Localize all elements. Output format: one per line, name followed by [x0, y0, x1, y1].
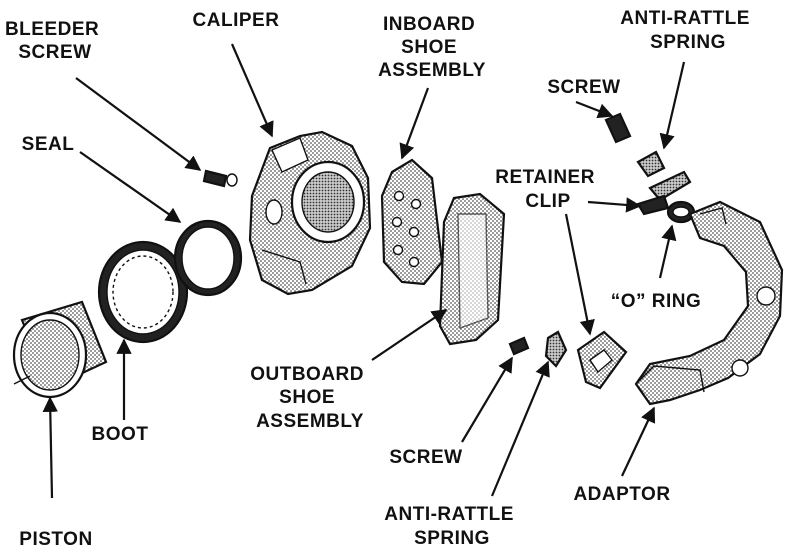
leader-o-ring — [658, 224, 677, 279]
leader-piston — [42, 396, 58, 499]
label-bleeder-screw: BLEEDER SCREW — [5, 19, 105, 63]
inboard-shoe-part — [380, 158, 444, 286]
leader-screw-bottom — [461, 356, 513, 443]
leader-anti-rattle-bottom — [490, 360, 550, 497]
labels: BLEEDER SCREW CALIPER INBOARD SHOE ASSEM… — [5, 8, 755, 550]
outboard-shoe-part — [438, 192, 506, 346]
label-anti-rattle-spring-top: ANTI-RATTLE SPRING — [620, 8, 755, 53]
piston-part — [12, 300, 108, 399]
leader-caliper — [230, 43, 274, 138]
leader-outboard-shoe — [371, 309, 448, 361]
label-seal: SEAL — [22, 134, 75, 155]
label-screw-bottom: SCREW — [389, 447, 462, 468]
leader-retainer-clip-upper — [587, 197, 642, 213]
top-screw-part — [604, 112, 632, 144]
upper-retainer-clip-part — [636, 170, 692, 216]
label-caliper: CALIPER — [193, 10, 280, 31]
label-retainer-clip: RETAINER CLIP — [495, 167, 601, 212]
leader-anti-rattle-top — [659, 61, 686, 150]
label-piston: PISTON — [19, 529, 92, 550]
label-boot: BOOT — [92, 424, 149, 445]
leader-bleeder-screw — [75, 77, 202, 171]
leader-seal — [79, 151, 182, 223]
leader-inboard-shoe — [399, 87, 430, 160]
leader-screw-top — [575, 100, 614, 119]
retainer-clip-part — [576, 330, 628, 390]
caliper-part — [248, 130, 372, 296]
label-outboard-shoe: OUTBOARD SHOE ASSEMBLY — [250, 364, 370, 432]
lower-screw-part — [508, 336, 530, 356]
adaptor-part — [634, 200, 784, 406]
label-adaptor: ADAPTOR — [573, 484, 670, 505]
label-inboard-shoe: INBOARD SHOE ASSEMBLY — [378, 14, 486, 81]
seal-part — [173, 219, 243, 297]
leader-adaptor — [621, 406, 656, 477]
label-o-ring: “O” RING — [611, 291, 702, 312]
label-anti-rattle-spring-bottom: ANTI-RATTLE SPRING — [384, 504, 519, 549]
boot-part — [97, 240, 189, 344]
label-screw-top: SCREW — [547, 77, 620, 98]
leader-retainer-clip-lower — [564, 213, 595, 336]
o-ring-part — [666, 200, 696, 224]
bleeder-screw-part — [202, 169, 238, 188]
lower-anti-rattle-spring-part — [544, 330, 568, 368]
top-anti-rattle-spring-part — [636, 150, 666, 178]
leader-lines — [42, 43, 686, 499]
